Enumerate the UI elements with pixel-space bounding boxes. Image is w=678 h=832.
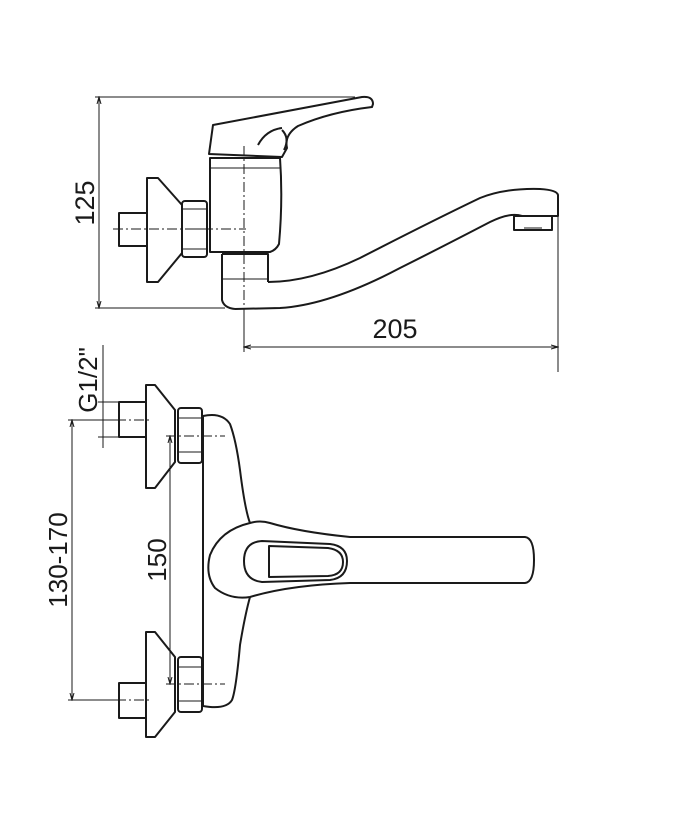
- height-label: 125: [70, 180, 100, 225]
- upper-inlet: [116, 384, 203, 489]
- lever-top: [207, 520, 535, 599]
- spacing-range-dimension: 130-170: [43, 420, 122, 700]
- mixer-body-top: [202, 414, 251, 709]
- height-dimension: 125: [70, 97, 355, 308]
- spout: [234, 187, 559, 310]
- wall-flange: [146, 177, 183, 283]
- lever-window: [268, 545, 344, 578]
- lever-handle: [208, 95, 374, 158]
- aerator: [513, 215, 553, 231]
- reach-dimension: 205: [244, 216, 558, 372]
- lever-arc: [257, 127, 283, 146]
- side-view: 125 205: [70, 95, 559, 372]
- thread-dimension: G1/2": [73, 345, 122, 448]
- center-spacing-label: 150: [142, 538, 172, 581]
- center-spacing-dimension: 150: [142, 436, 225, 684]
- mixer-body: [209, 157, 283, 253]
- spacing-range-label: 130-170: [43, 512, 73, 607]
- reach-label: 205: [372, 314, 417, 344]
- thread-label: G1/2": [73, 347, 103, 413]
- lever-oval: [243, 540, 348, 583]
- spout-collar: [221, 253, 269, 310]
- lever-pivot: [281, 129, 288, 151]
- top-view: G1/2" 130-170 150: [43, 345, 535, 738]
